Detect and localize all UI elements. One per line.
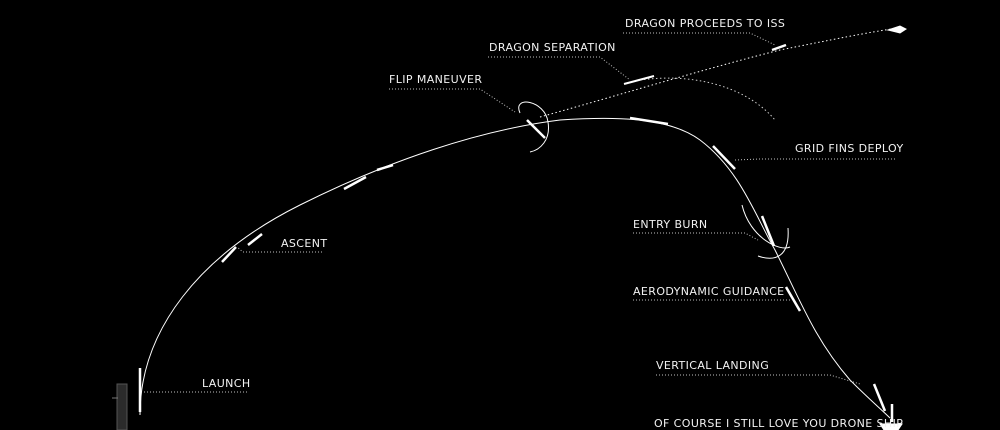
rocket-ascent-3: [343, 175, 367, 191]
label-aero-guidance: AERODYNAMIC GUIDANCE: [633, 285, 785, 298]
label-entry-burn: ENTRY BURN: [633, 218, 708, 231]
booster-trajectory: [139, 117, 891, 419]
rocket-landing: [872, 383, 887, 412]
launch-tower: [116, 383, 128, 430]
label-vertical-landing: VERTICAL LANDING: [656, 359, 770, 372]
rocket-ascent-4: [376, 163, 394, 172]
entry-burn-arc: [741, 204, 791, 249]
label-dragon-separation: DRAGON SEPARATION: [489, 41, 616, 54]
flip-maneuver-loop: [518, 101, 549, 153]
label-grid-fins: GRID FINS DEPLOY: [795, 142, 904, 155]
leader-dragon-proceeds: [623, 32, 776, 46]
dragon-trajectory: [539, 27, 899, 118]
dragon-in-transit: [771, 43, 787, 52]
drone-ship-icon: [879, 423, 903, 430]
rocket-coast: [629, 116, 669, 126]
second-stage-arc: [639, 77, 776, 121]
leader-flip-maneuver: [389, 88, 516, 113]
dragon-separation-stage: [623, 75, 655, 85]
label-flip-maneuver: FLIP MANEUVER: [389, 73, 483, 86]
leader-ascent: [236, 246, 322, 253]
leader-vertical-landing: [656, 374, 861, 385]
dragon-capsule-icon: [886, 25, 907, 34]
rocket-entry-burn: [760, 215, 776, 247]
label-ascent: ASCENT: [281, 237, 328, 250]
leader-entry-burn: [633, 232, 759, 241]
rocket-glyphs: [138, 25, 907, 430]
leader-lines: [143, 32, 895, 393]
rocket-ascent-2: [247, 233, 263, 246]
label-launch: LAUNCH: [202, 377, 251, 390]
rocket-ascent-1: [221, 246, 237, 263]
label-drone-ship: OF COURSE I STILL LOVE YOU DRONE SHIP: [654, 417, 904, 430]
rocket-aero: [784, 286, 802, 312]
rocket-flip: [526, 119, 546, 139]
leader-dragon-separation: [488, 56, 631, 81]
leader-grid-fins: [734, 158, 895, 161]
rocket-grid-fins: [712, 145, 736, 170]
label-dragon-proceeds: DRAGON PROCEEDS TO ISS: [625, 17, 786, 30]
entry-burn-arc-outer: [757, 227, 789, 259]
